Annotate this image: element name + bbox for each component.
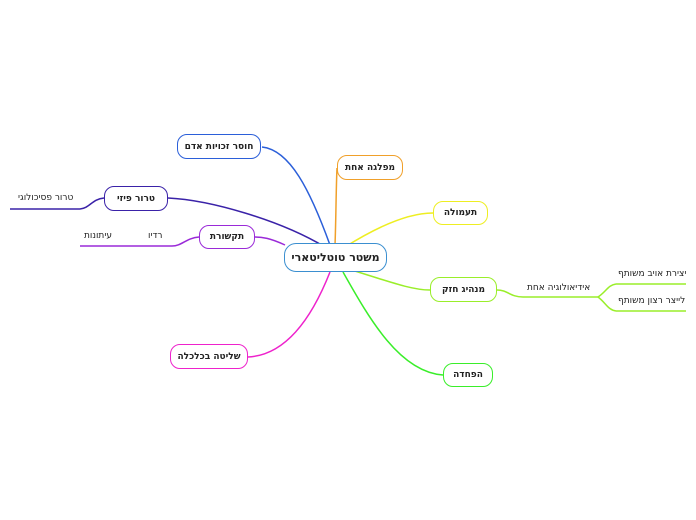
- subtopic-radio[interactable]: רדיו: [148, 231, 162, 241]
- connector-physical-terror: [167, 197, 326, 248]
- subtopic-one-ideology[interactable]: אידיאולוגיה אחת: [527, 283, 590, 293]
- connector-will: [597, 296, 617, 312]
- topic-one-party-label: מפלגה אחת: [344, 162, 396, 173]
- topic-intimidation[interactable]: הפחדה: [443, 363, 493, 387]
- topic-strong-leader[interactable]: מנהיג חזק: [430, 277, 497, 302]
- topic-media[interactable]: תקשורת: [199, 225, 255, 249]
- topic-one-party[interactable]: מפלגה אחת: [337, 155, 403, 180]
- connector-human-rights: [261, 146, 331, 246]
- subtopic-common-enemy[interactable]: יצירת אויב משותף: [618, 269, 686, 279]
- connector-fear: [342, 271, 444, 376]
- connector-propaganda: [344, 212, 434, 248]
- connector-psych-terror: [79, 197, 105, 210]
- central-topic[interactable]: משטר טוטליטארי: [284, 243, 387, 272]
- connector-economy: [247, 271, 331, 358]
- subtopic-common-will-label: לייצר רצון משותף: [618, 296, 686, 306]
- connector-media: [254, 236, 286, 246]
- connector-ideology: [496, 289, 524, 298]
- topic-physical-terror[interactable]: טרור פיזי: [104, 186, 168, 211]
- topic-intimidation-label: הפחדה: [453, 370, 483, 380]
- subtopic-psychological-terror-label: טרור פסיכולוגי: [18, 193, 74, 203]
- connector-one-party: [334, 167, 338, 246]
- subtopic-common-enemy-label: יצירת אויב משותף: [618, 269, 687, 279]
- subtopic-radio-label: רדיו: [148, 231, 163, 241]
- topic-human-rights[interactable]: חוסר זכויות אדם: [177, 134, 261, 159]
- topic-propaganda-label: תעמולה: [443, 208, 478, 218]
- subtopic-common-will[interactable]: לייצר רצון משותף: [618, 296, 685, 306]
- subtopic-press-label: עיתונות: [84, 231, 112, 241]
- subtopic-one-ideology-label: אידיאולוגיה אחת: [527, 283, 591, 293]
- topic-physical-terror-label: טרור פיזי: [117, 193, 155, 204]
- topic-human-rights-label: חוסר זכויות אדם: [184, 141, 254, 152]
- topic-propaganda[interactable]: תעמולה: [433, 201, 488, 225]
- connector-enemy: [597, 283, 617, 298]
- central-topic-label: משטר טוטליטארי: [291, 251, 380, 264]
- connector-radio: [171, 236, 200, 247]
- topic-economy-control-label: שליטה בכלכלה: [177, 351, 241, 362]
- topic-economy-control[interactable]: שליטה בכלכלה: [170, 344, 248, 369]
- topic-media-label: תקשורת: [209, 232, 245, 242]
- subtopic-press[interactable]: עיתונות: [84, 231, 112, 241]
- topic-strong-leader-label: מנהיג חזק: [442, 284, 485, 295]
- subtopic-psychological-terror[interactable]: טרור פסיכולוגי: [18, 193, 73, 203]
